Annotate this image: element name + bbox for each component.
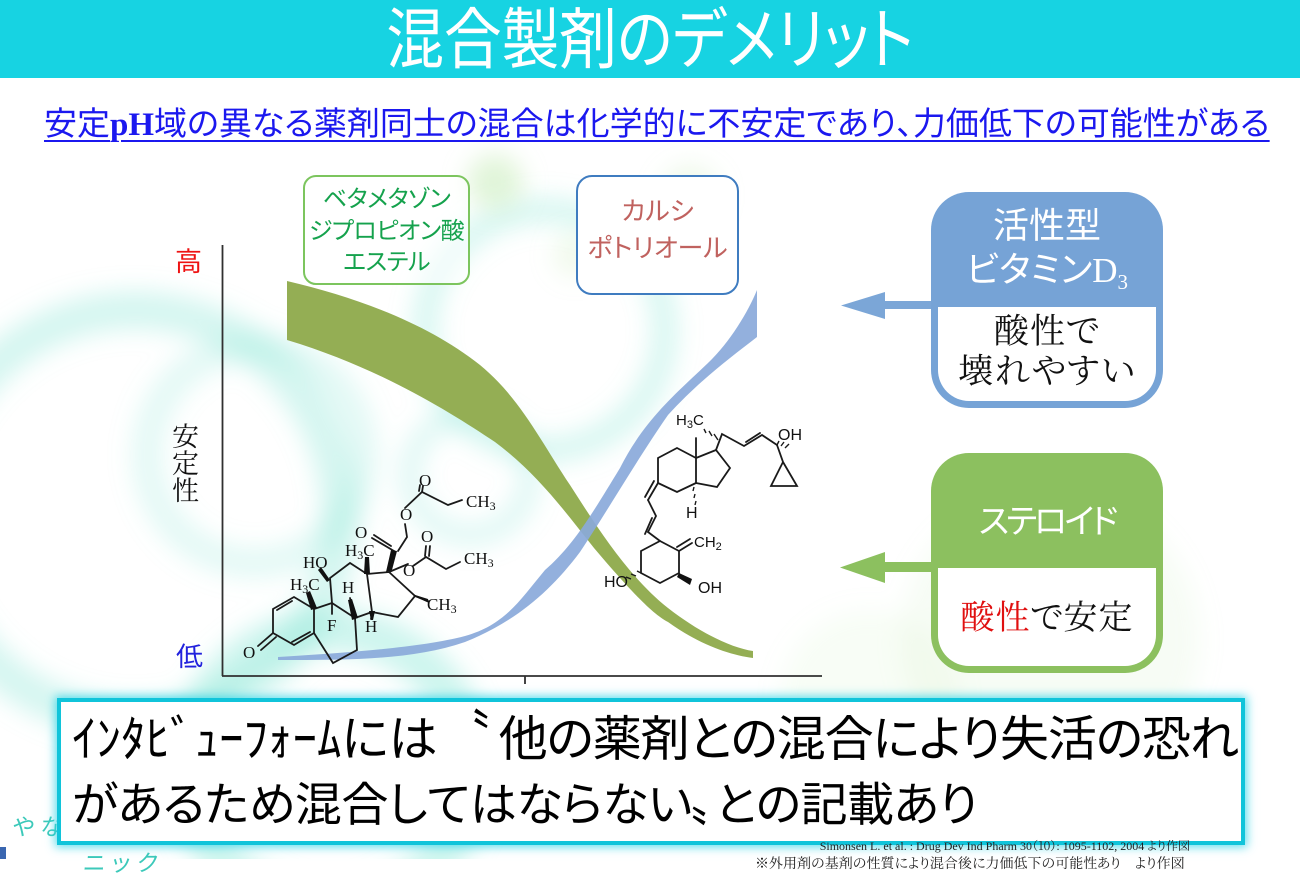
svg-text:O: O	[421, 527, 433, 546]
svg-text:CH3: CH3	[427, 595, 457, 616]
svg-text:H3C: H3C	[676, 412, 704, 431]
svg-text:H3C: H3C	[290, 575, 320, 596]
svg-text:CH3: CH3	[466, 492, 496, 513]
svg-text:CH3: CH3	[464, 549, 494, 570]
svg-text:OH: OH	[698, 580, 722, 597]
svg-text:O: O	[355, 523, 367, 542]
svg-text:O: O	[403, 561, 415, 580]
svg-text:HO: HO	[303, 553, 328, 572]
svg-text:HO: HO	[604, 574, 628, 591]
svg-text:H: H	[342, 578, 354, 597]
svg-text:H: H	[686, 505, 698, 522]
svg-text:CH2: CH2	[694, 534, 722, 553]
svg-text:H: H	[365, 617, 377, 636]
svg-text:H3C: H3C	[345, 541, 375, 562]
svg-text:O: O	[243, 643, 255, 662]
svg-text:F: F	[327, 616, 336, 635]
svg-text:O: O	[400, 505, 412, 524]
svg-text:O: O	[419, 471, 431, 490]
svg-text:OH: OH	[778, 427, 802, 444]
